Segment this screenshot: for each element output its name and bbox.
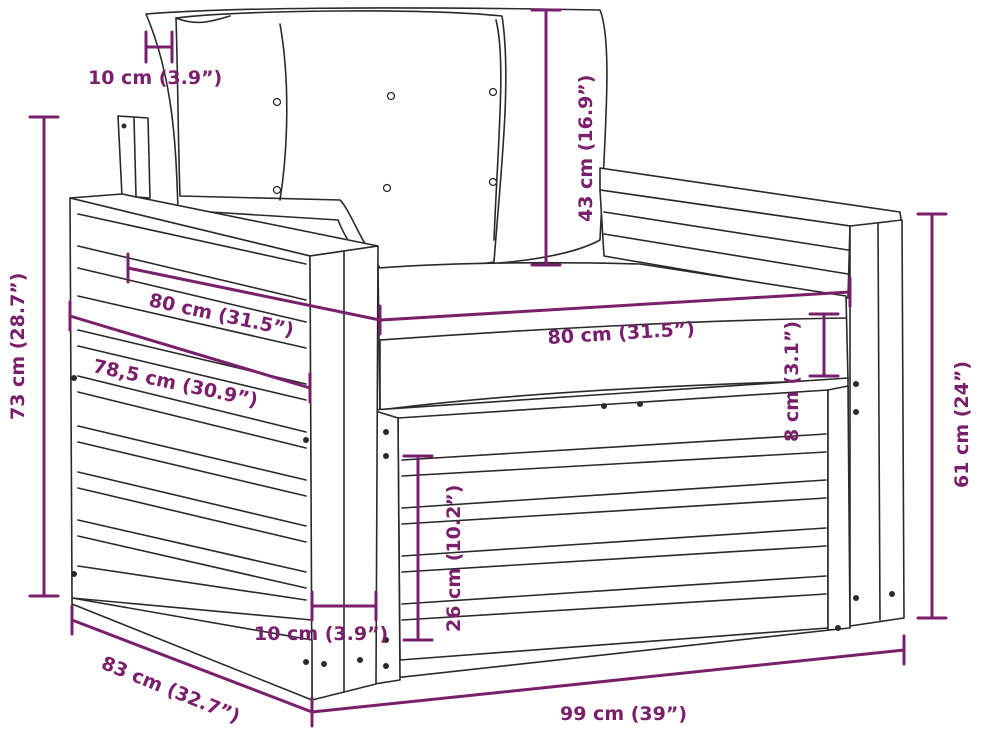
- back-post-left: [117, 115, 151, 199]
- left-armrest: [69, 193, 379, 701]
- label-back-cushion-thickness: 10 cm (3.9”): [88, 67, 222, 89]
- label-total-height: 73 cm (28.7”): [7, 273, 29, 420]
- back-cushion: [145, 7, 608, 271]
- right-armrest: [599, 167, 905, 627]
- label-seat-ground-height: 26 cm (10.2”): [443, 485, 465, 632]
- armchair-illustration: [69, 7, 905, 701]
- label-armrest-height: 61 cm (24”): [951, 361, 973, 488]
- front-frame: [371, 377, 851, 685]
- label-total-width: 99 cm (39”): [560, 703, 687, 725]
- label-seat-cushion-thickness: 8 cm (3.1”): [781, 321, 803, 442]
- dimension-lines: [28, 8, 948, 728]
- label-leg-width: 10 cm (3.9”): [254, 623, 388, 645]
- label-back-cushion-height: 43 cm (16.9”): [575, 75, 597, 222]
